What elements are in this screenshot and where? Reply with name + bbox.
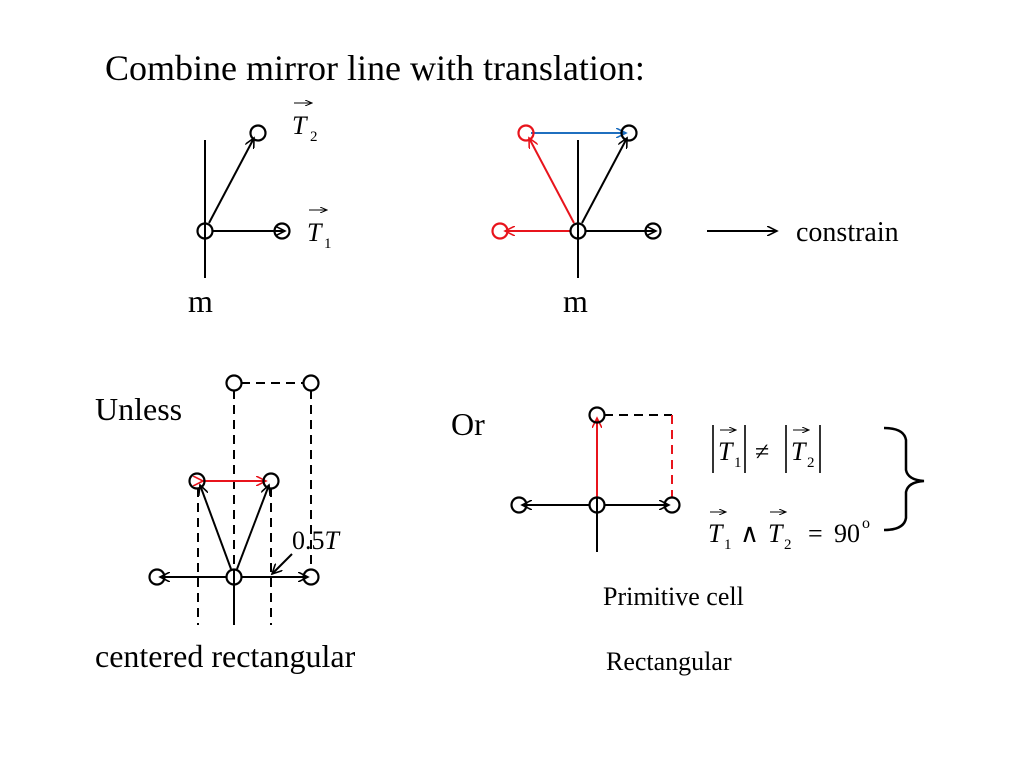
wedge-sign: ∧ <box>740 519 759 548</box>
t1-symbol: T <box>708 519 724 548</box>
mirror-label: m <box>563 283 588 319</box>
lattice-point <box>644 222 662 240</box>
not-equal-sign: ≠ <box>755 437 769 466</box>
angle-value: 90 <box>834 519 860 548</box>
or-label: Or <box>451 406 485 442</box>
half-t-number: 0.5 <box>292 526 325 555</box>
lattice-point <box>225 568 243 586</box>
condition-angle-90: T 1 ∧ T 2 = 90 o <box>708 512 870 553</box>
half-t-symbol: T <box>325 526 341 555</box>
primitive-cell-caption: Primitive cell <box>603 582 744 611</box>
vector-centering-right <box>236 485 269 570</box>
mirror-label: m <box>188 283 213 319</box>
t1-subscript: 1 <box>724 537 732 553</box>
centered-rectangular-caption: centered rectangular <box>95 638 356 674</box>
lattice-point <box>302 374 320 392</box>
lattice-point <box>588 496 606 514</box>
t2-symbol: T <box>791 437 807 466</box>
lattice-point <box>262 472 280 490</box>
half-t-label: 0.5T <box>292 526 341 555</box>
t1-subscript: 1 <box>324 236 332 252</box>
mirrored-lattice-point <box>491 222 509 240</box>
lattice-point <box>273 222 291 240</box>
vector-t2 <box>208 138 255 224</box>
vector-centering-left <box>200 485 232 570</box>
half-t-pointer-arrow <box>272 553 293 574</box>
condition-magnitude-not-equal: T 1 ≠ T 2 <box>712 425 821 473</box>
t1-symbol: T <box>718 437 734 466</box>
mirrored-vector-t2 <box>528 138 575 224</box>
t1-subscript: 1 <box>734 455 742 471</box>
constrain-label: constrain <box>796 217 899 248</box>
t2-subscript: 2 <box>784 537 792 553</box>
lattice-point <box>249 124 267 142</box>
lattice-point <box>225 374 243 392</box>
equals-sign: = <box>808 519 823 548</box>
panel-primitive-rectangular: Or T 1 ≠ T 2 T 1 <box>451 406 925 676</box>
lattice-point <box>148 568 166 586</box>
t2-symbol: T <box>768 519 784 548</box>
t1-symbol: T <box>307 218 323 247</box>
panel-mirror-translation: T 2 T 1 m <box>188 103 332 319</box>
lattice-point <box>620 124 638 142</box>
lattice-point <box>588 406 606 424</box>
mirrored-lattice-point <box>517 124 535 142</box>
slide-title: Combine mirror line with translation: <box>105 48 645 88</box>
degree-sign: o <box>862 515 870 532</box>
t2-symbol: T <box>292 111 308 140</box>
lattice-point <box>569 222 587 240</box>
lattice-point <box>302 568 320 586</box>
t2-subscript: 2 <box>807 455 815 471</box>
lattice-point <box>663 496 681 514</box>
t2-subscript: 2 <box>310 129 318 145</box>
lattice-point <box>188 472 206 490</box>
panel-mirror-image: m constrain <box>491 124 899 319</box>
unless-label: Unless <box>95 391 182 427</box>
rectangular-caption: Rectangular <box>606 647 732 676</box>
lattice-point <box>196 222 214 240</box>
lattice-point <box>510 496 528 514</box>
vector-t2 <box>581 138 628 224</box>
right-brace-icon <box>883 426 925 532</box>
panel-centered-rectangular: Unless 0.5T centered rectangular <box>95 374 356 674</box>
